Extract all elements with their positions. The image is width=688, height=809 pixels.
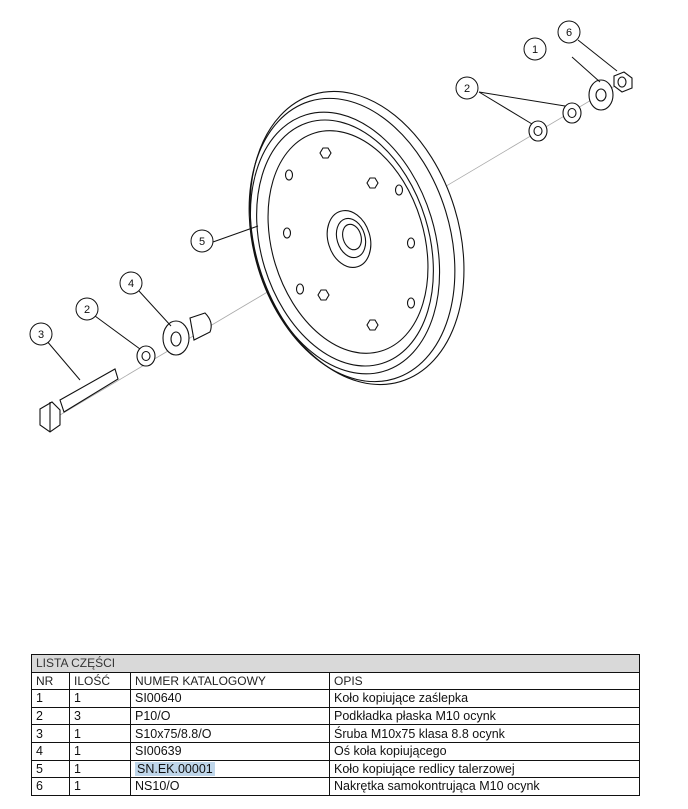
highlighted-catalog-number: SN.EK.00001 bbox=[135, 761, 215, 776]
cell-nr: 5 bbox=[31, 759, 70, 779]
table-row: 3 1 S10x75/8.8/O Śruba M10x75 klasa 8.8 … bbox=[31, 724, 640, 743]
bolt-part-3 bbox=[39, 368, 119, 433]
cell-nr: 1 bbox=[31, 689, 70, 708]
cell-qty: 3 bbox=[69, 706, 131, 726]
cell-catalog: SN.EK.00001 bbox=[130, 759, 330, 779]
callout-3: 3 bbox=[29, 322, 53, 346]
callout-1: 1 bbox=[523, 37, 547, 61]
parts-list-header-row: NR ILOŚĆ NUMER KATALOGOWY OPIS bbox=[31, 671, 640, 691]
axle-part-4 bbox=[162, 312, 212, 356]
cell-nr: 3 bbox=[31, 724, 70, 743]
wheel-part-5 bbox=[248, 90, 465, 386]
header-desc: OPIS bbox=[329, 671, 640, 691]
parts-list-table: LISTA CZĘŚCI NR ILOŚĆ NUMER KATALOGOWY O… bbox=[31, 654, 640, 796]
callout-5: 5 bbox=[190, 229, 214, 253]
header-nr: NR bbox=[31, 671, 70, 691]
parts-list-title-row: LISTA CZĘŚCI bbox=[31, 654, 640, 673]
header-qty: ILOŚĆ bbox=[69, 671, 131, 691]
cell-desc: Koło kopiujące zaślepka bbox=[329, 689, 640, 708]
cell-desc: Nakrętka samokontrująca M10 ocynk bbox=[329, 777, 640, 796]
cell-qty: 1 bbox=[69, 689, 131, 708]
table-row: 5 1 SN.EK.00001 Koło kopiujące redlicy t… bbox=[31, 759, 640, 779]
callout-2-right: 2 bbox=[455, 76, 479, 100]
svg-text:2: 2 bbox=[464, 83, 470, 95]
header-catalog: NUMER KATALOGOWY bbox=[130, 671, 330, 691]
svg-text:3: 3 bbox=[38, 329, 44, 341]
exploded-assembly-drawing: 1 2 2 3 4 5 6 bbox=[29, 20, 633, 433]
cell-nr: 2 bbox=[31, 706, 70, 726]
washer-part-2-right-b bbox=[562, 102, 582, 124]
nut-part-6 bbox=[613, 71, 633, 93]
cell-nr: 4 bbox=[31, 741, 70, 761]
cell-desc: Koło kopiujące redlicy talerzowej bbox=[329, 759, 640, 779]
cap-part-1 bbox=[588, 79, 614, 111]
table-row: 6 1 NS10/O Nakrętka samokontrująca M10 o… bbox=[31, 777, 640, 796]
cell-catalog: S10x75/8.8/O bbox=[130, 724, 330, 743]
cell-qty: 1 bbox=[69, 741, 131, 761]
parts-list-title: LISTA CZĘŚCI bbox=[31, 654, 640, 673]
table-row: 4 1 SI00639 Oś koła kopiującego bbox=[31, 741, 640, 761]
washer-part-2-left bbox=[136, 345, 156, 367]
cell-qty: 1 bbox=[69, 777, 131, 796]
cell-nr: 6 bbox=[31, 777, 70, 796]
cell-qty: 1 bbox=[69, 724, 131, 743]
cell-catalog: SI00639 bbox=[130, 741, 330, 761]
svg-text:5: 5 bbox=[199, 236, 205, 248]
cell-catalog: SI00640 bbox=[130, 689, 330, 708]
cell-desc: Oś koła kopiującego bbox=[329, 741, 640, 761]
svg-text:4: 4 bbox=[128, 278, 134, 290]
cell-catalog: NS10/O bbox=[130, 777, 330, 796]
table-row: 2 3 P10/O Podkładka płaska M10 ocynk bbox=[31, 706, 640, 726]
callout-4: 4 bbox=[119, 271, 143, 295]
cell-desc: Podkładka płaska M10 ocynk bbox=[329, 706, 640, 726]
svg-text:1: 1 bbox=[532, 44, 538, 56]
svg-text:2: 2 bbox=[84, 304, 90, 316]
callout-2-left: 2 bbox=[75, 297, 99, 321]
cell-qty: 1 bbox=[69, 759, 131, 779]
cell-catalog: P10/O bbox=[130, 706, 330, 726]
table-row: 1 1 SI00640 Koło kopiujące zaślepka bbox=[31, 689, 640, 708]
svg-text:6: 6 bbox=[566, 27, 572, 39]
washer-part-2-right-a bbox=[528, 120, 548, 142]
callout-6: 6 bbox=[557, 20, 581, 44]
cell-desc: Śruba M10x75 klasa 8.8 ocynk bbox=[329, 724, 640, 743]
